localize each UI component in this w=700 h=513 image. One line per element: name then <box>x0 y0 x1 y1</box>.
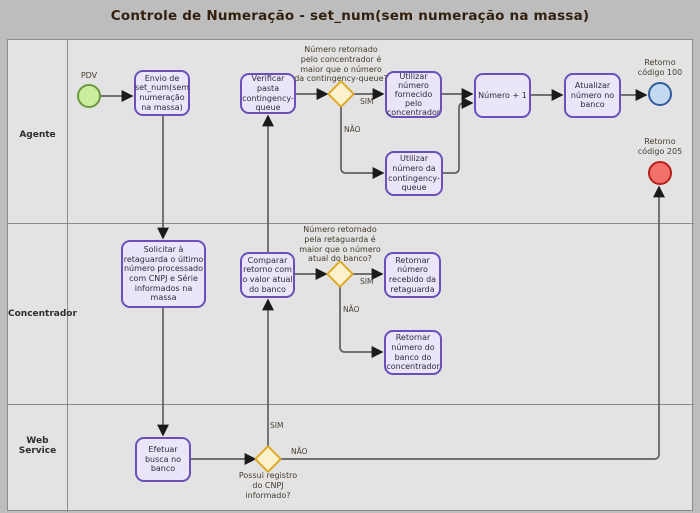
lane-label-agente: Agente <box>19 130 56 140</box>
task-verificar-pasta: Verificar pasta contingency- queue <box>240 73 296 114</box>
task-retornar-numero-retaguarda: Retornar número recebido da retaguarda <box>384 252 441 298</box>
gateway2-nao-label: NÃO <box>343 305 360 314</box>
end-event-100-circle <box>648 82 672 106</box>
end-event-100-label: Retorno código 100 <box>637 58 683 77</box>
task-envio-set-num: Envio de set_num(sem numeração na massa) <box>134 70 190 116</box>
gateway2-sim-label: SIM <box>360 277 374 286</box>
task-comparar-retorno: Comparar retorno com o valor atual do ba… <box>240 252 295 298</box>
gateway3-nao-label: NÃO <box>291 447 308 456</box>
end-event-205-label: Retorno código 205 <box>637 137 683 156</box>
edge-gateway2-nao-to-retornar-banco <box>339 287 384 358</box>
page-title: Controle de Numeração - set_num(sem nume… <box>110 8 590 24</box>
gateway2-question: Número retornado pela retaguarda é maior… <box>299 225 381 264</box>
edge-utilizar-cq-to-numero <box>443 97 474 174</box>
task-atualizar-numero-banco: Atualizar número no banco <box>564 73 621 118</box>
gateway3-sim-label: SIM <box>270 421 284 430</box>
lane-label-web-service: Web Service <box>18 436 57 456</box>
lane-label-column-divider <box>67 40 68 512</box>
task-numero-mais-um: Número + 1 <box>474 73 531 118</box>
end-event-205-circle <box>648 161 672 185</box>
task-utilizar-numero-contingency: Utilizar número da contingency- queue <box>385 151 443 196</box>
lane-label-concentrador: Concentrador <box>8 309 77 319</box>
lane-divider-1 <box>8 223 694 224</box>
gateway1-sim-label: SIM <box>360 97 374 106</box>
diagram-canvas: Agente Concentrador Web Service <box>7 39 694 512</box>
gateway1-nao-label: NÃO <box>344 125 361 134</box>
start-event-circle <box>77 84 101 108</box>
edge-gateway1-nao-to-utilizar-cq <box>340 107 385 179</box>
task-efetuar-busca: Efetuar busca no banco <box>135 437 191 482</box>
gateway1-question: Número retornado pelo concentrador é mai… <box>294 45 388 84</box>
task-solicitar-retaguarda: Solicitar à retaguarda o último número p… <box>121 240 206 308</box>
start-event-label: PDV <box>80 71 98 80</box>
gateway3-diamond <box>253 444 283 474</box>
task-retornar-numero-banco: Retornar número do banco do concentrador <box>384 330 442 375</box>
lane-divider-2 <box>8 404 694 405</box>
gateway3-question: Possui registro do CNPJ informado? <box>238 471 298 500</box>
task-utilizar-numero-concentrador: Utilizar número fornecido pelo concentra… <box>385 71 442 118</box>
